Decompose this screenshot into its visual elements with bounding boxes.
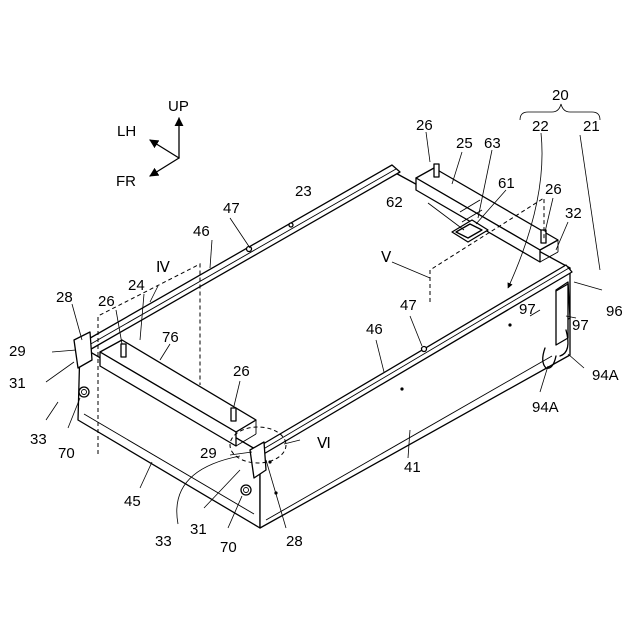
group-bracket: 20 <box>520 87 600 120</box>
stud-rear-right <box>434 164 439 177</box>
group-label: 20 <box>552 87 569 104</box>
end-plate-right <box>556 284 568 345</box>
ref-26-left: 26 <box>98 293 115 310</box>
ref-26-rear: 26 <box>416 117 433 134</box>
ref-63: 63 <box>484 135 501 152</box>
ref-29-left: 29 <box>9 343 26 360</box>
ref-46-rear: 46 <box>193 223 210 240</box>
lh-arrow <box>150 140 179 158</box>
fr-arrow <box>150 158 179 176</box>
ref-32: 32 <box>565 205 582 222</box>
ref-26-front: 26 <box>233 363 250 380</box>
ref-26-right: 26 <box>545 181 562 198</box>
view-iv-label: Ⅳ <box>156 260 170 276</box>
ref-41: 41 <box>404 459 421 476</box>
bolt-front <box>241 485 251 495</box>
ref-31-left: 31 <box>9 375 26 392</box>
ref-47-rear: 47 <box>223 200 240 217</box>
ref-76: 76 <box>162 329 179 346</box>
ref-62: 62 <box>386 194 403 211</box>
ref-94a-right: 94A <box>592 367 619 384</box>
ref-61: 61 <box>498 175 515 192</box>
ref-31-front: 31 <box>190 521 207 538</box>
rear-rail-fastener <box>289 223 293 227</box>
ref-23: 23 <box>295 183 312 200</box>
view-vi-label: Ⅵ <box>317 436 331 452</box>
ref-33-front: 33 <box>155 533 172 550</box>
view-v-label: Ⅴ <box>381 250 392 266</box>
stud-left <box>121 344 126 357</box>
battery-case <box>74 164 572 528</box>
front-rail-joint <box>422 347 427 352</box>
ref-21: 21 <box>583 118 600 135</box>
bolt-left <box>79 387 89 397</box>
stud-front <box>231 408 236 421</box>
ref-47-front: 47 <box>400 297 417 314</box>
ref-24: 24 <box>128 277 145 294</box>
ref-70-left: 70 <box>58 445 75 462</box>
ref-97-left: 97 <box>519 301 536 318</box>
ref-29-front: 29 <box>200 445 217 462</box>
ref-22: 22 <box>532 118 549 135</box>
ref-46-front: 46 <box>366 321 383 338</box>
lh-label: LH <box>117 123 136 140</box>
ref-25: 25 <box>456 135 473 152</box>
ref-28-front: 28 <box>286 533 303 550</box>
hole-1 <box>400 387 403 390</box>
ref-97-right: 97 <box>572 317 589 334</box>
hole-2 <box>508 323 511 326</box>
rear-rail-joint <box>247 247 252 252</box>
ref-96: 96 <box>606 303 623 320</box>
ref-70-front: 70 <box>220 539 237 556</box>
ref-94a-lower: 94A <box>532 399 559 416</box>
direction-indicator: UP LH FR <box>116 98 189 190</box>
ref-33-left: 33 <box>30 431 47 448</box>
ref-28-left: 28 <box>56 289 73 306</box>
up-label: UP <box>168 98 189 115</box>
ref-45: 45 <box>124 493 141 510</box>
fr-label: FR <box>116 173 136 190</box>
